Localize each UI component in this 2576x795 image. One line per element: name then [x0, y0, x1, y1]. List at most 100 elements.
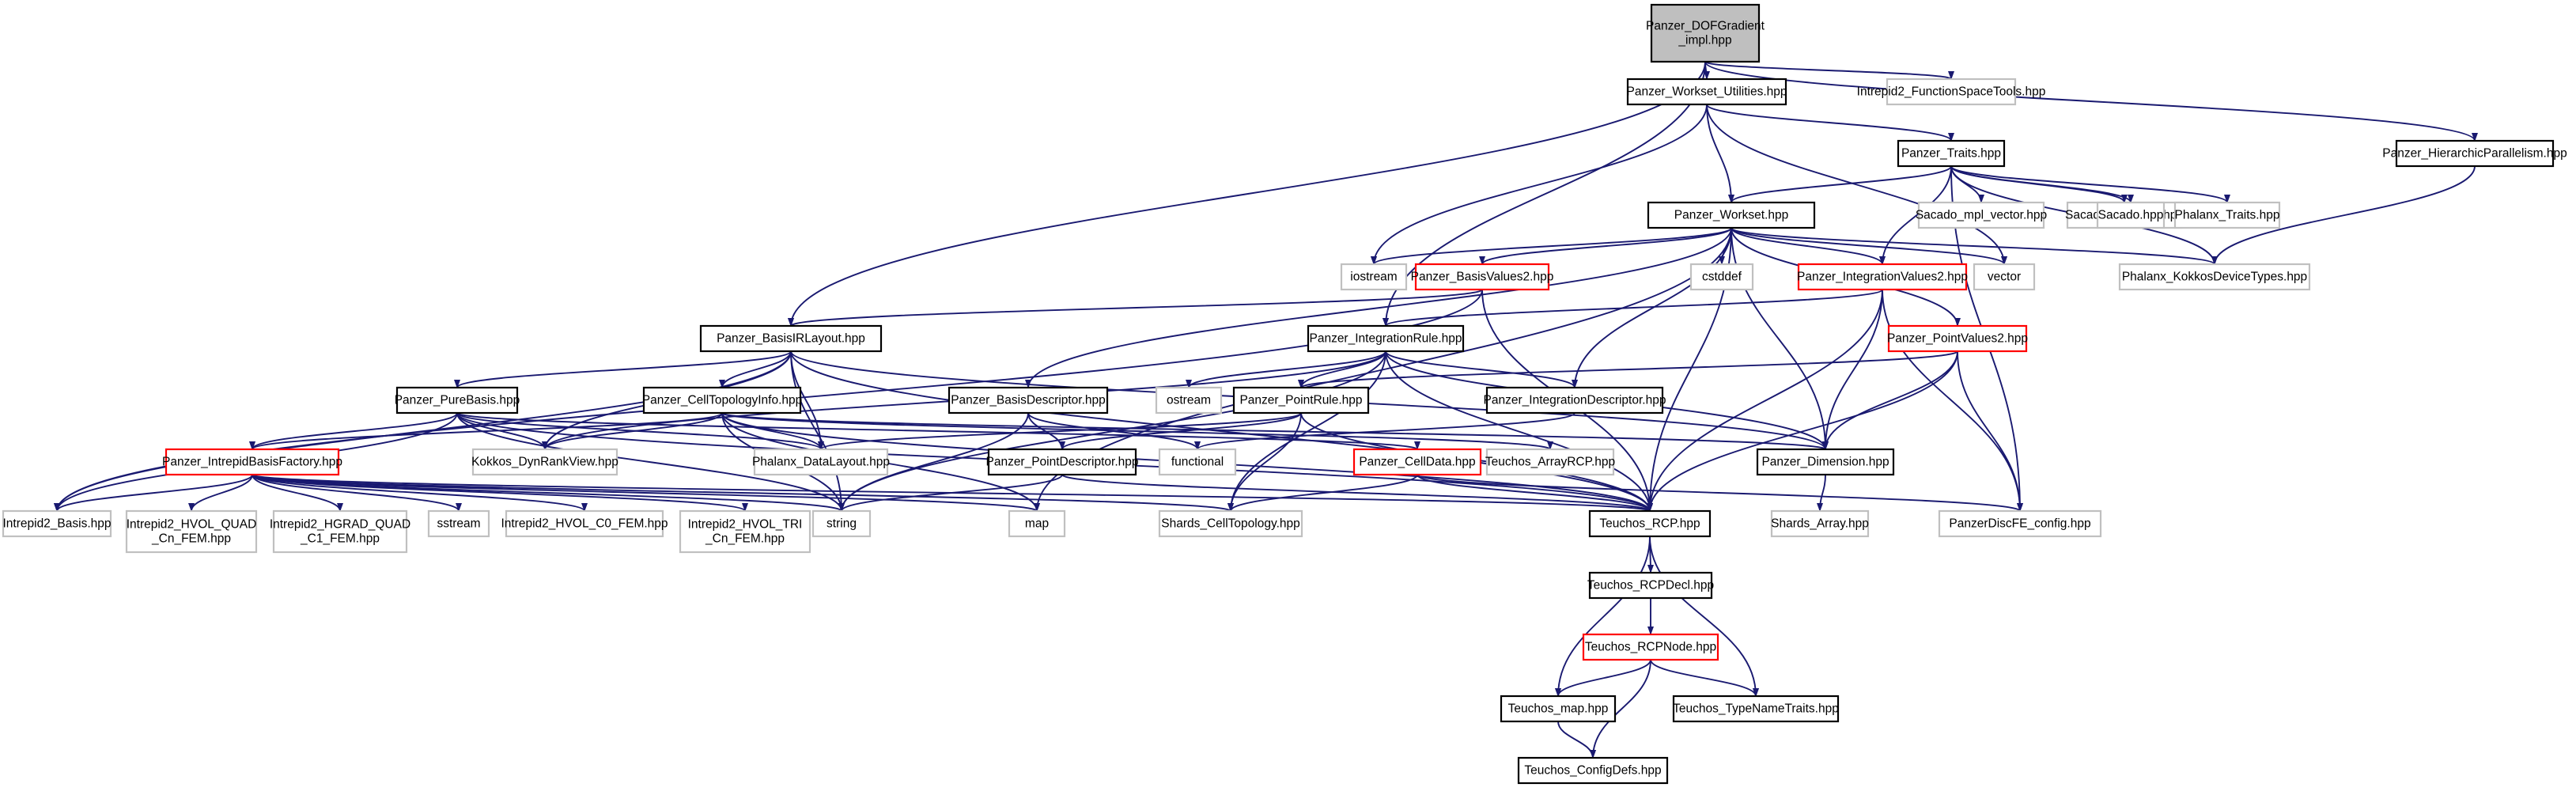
- node-box: [1689, 263, 1754, 291]
- edge-traits-to-phxtraits: [1950, 165, 2230, 203]
- node-label: Panzer_PointValues2.hpp: [1887, 332, 2028, 346]
- node-pointrule[interactable]: Panzer_PointRule.hpp: [1232, 386, 1370, 415]
- node-hvolc0[interactable]: Intrepid2_HVOL_C0_FEM.hpp: [501, 509, 668, 538]
- node-shardsct[interactable]: Shards_CellTopology.hpp: [1158, 509, 1303, 538]
- edge-pointrule-to-phxdl: [818, 412, 1302, 450]
- node-cti[interactable]: Panzer_CellTopologyInfo.hpp: [642, 386, 803, 415]
- node-label: Sacado.hpp: [2098, 209, 2164, 222]
- node-i2basis[interactable]: Intrepid2_Basis.hpp: [2, 509, 112, 538]
- node-label: Intrepid2_HVOL_TRI: [688, 518, 803, 532]
- node-box: [753, 448, 889, 476]
- node-label: Panzer_Dimension.hpp: [1761, 456, 1889, 469]
- node-tmap[interactable]: Teuchos_map.hpp: [1500, 695, 1617, 723]
- node-box: [125, 509, 258, 554]
- edge-iv2-to-pdfeconfig: [1882, 289, 2023, 512]
- edge-cti-to-tarcp: [721, 412, 1553, 450]
- node-map[interactable]: map: [1008, 509, 1066, 538]
- node-pdfeconfig[interactable]: PanzerDiscFE_config.hpp: [1938, 509, 2102, 538]
- edge-traits-to-iv2: [1879, 165, 1952, 265]
- edge-idesc-to-functional: [1194, 412, 1575, 450]
- node-vector[interactable]: vector: [1973, 263, 2036, 291]
- edge-cti-to-dim: [721, 412, 1829, 450]
- node-box: [811, 509, 872, 538]
- node-phxkdt[interactable]: Phalanx_KokkosDeviceTypes.hpp: [2118, 263, 2311, 291]
- edge-pdesc-to-string: [838, 474, 1063, 512]
- node-box: [427, 509, 490, 538]
- node-box: [1485, 448, 1615, 476]
- node-box: [1887, 324, 2028, 353]
- node-phxtraits[interactable]: Phalanx_Traits.hpp: [2173, 201, 2281, 229]
- node-box: [1797, 263, 1968, 291]
- node-cstddef[interactable]: cstddef: [1689, 263, 1754, 291]
- node-label: iostream: [1350, 271, 1397, 284]
- node-phxdl[interactable]: Phalanx_DataLayout.hpp: [752, 448, 890, 476]
- node-label: Panzer_PointRule.hpp: [1239, 394, 1362, 407]
- node-box: [1588, 571, 1713, 600]
- edge-ibf-to-i2basis: [54, 474, 253, 512]
- node-ostream[interactable]: ostream: [1155, 386, 1223, 415]
- node-string[interactable]: string: [811, 509, 872, 538]
- node-hgradquad[interactable]: Intrepid2_HGRAD_QUAD_C1_FEM.hpp: [270, 509, 410, 554]
- node-tnt[interactable]: Teuchos_TypeNameTraits.hpp: [1672, 695, 1840, 723]
- node-iv2[interactable]: Panzer_IntegrationValues2.hpp: [1797, 263, 1968, 291]
- node-sacado[interactable]: Sacado.hpp: [2096, 201, 2166, 229]
- node-box: [1917, 201, 2045, 229]
- node-bdesc[interactable]: Panzer_BasisDescriptor.hpp: [948, 386, 1109, 415]
- edge-ir-to-idesc: [1385, 350, 1578, 388]
- node-bv2[interactable]: Panzer_BasisValues2.hpp: [1411, 263, 1554, 291]
- node-ir[interactable]: Panzer_IntegrationRule.hpp: [1307, 324, 1465, 353]
- node-fst[interactable]: Intrepid2_FunctionSpaceTools.hpp: [1857, 78, 2046, 106]
- node-hier[interactable]: Panzer_HierarchicParallelism.hpp: [2382, 139, 2567, 168]
- node-pdesc[interactable]: Panzer_PointDescriptor.hpp: [985, 448, 1139, 476]
- node-label: _impl.hpp: [1678, 34, 1731, 47]
- node-rcpnode[interactable]: Teuchos_RCPNode.hpp: [1582, 633, 1719, 661]
- node-label: Sacado_mpl_vector.hpp: [1916, 209, 2047, 222]
- node-shardsarr[interactable]: Shards_Array.hpp: [1770, 509, 1870, 538]
- node-dim[interactable]: Panzer_Dimension.hpp: [1756, 448, 1895, 476]
- node-rcpdecl[interactable]: Teuchos_RCPDecl.hpp: [1587, 571, 1714, 600]
- node-label: Panzer_HierarchicParallelism.hpp: [2382, 147, 2567, 161]
- node-trcp[interactable]: Teuchos_RCP.hpp: [1588, 509, 1712, 538]
- node-mplvec[interactable]: Sacado_mpl_vector.hpp: [1916, 201, 2047, 229]
- node-label: Intrepid2_HGRAD_QUAD: [270, 518, 410, 532]
- node-label: Panzer_Workset.hpp: [1674, 209, 1788, 222]
- node-birl[interactable]: Panzer_BasisIRLayout.hpp: [699, 324, 883, 353]
- node-label: Teuchos_ConfigDefs.hpp: [1524, 764, 1661, 778]
- node-label: Panzer_IntegrationDescriptor.hpp: [1484, 394, 1666, 407]
- node-ibf[interactable]: Panzer_IntrepidBasisFactory.hpp: [162, 448, 342, 476]
- node-hvoltri[interactable]: Intrepid2_HVOL_TRI_Cn_FEM.hpp: [679, 509, 811, 554]
- node-box: [1938, 509, 2102, 538]
- node-tarcp[interactable]: Teuchos_ArrayRCP.hpp: [1485, 448, 1615, 476]
- node-pv2[interactable]: Panzer_PointValues2.hpp: [1887, 324, 2028, 353]
- edge-workset-to-bv2: [1479, 227, 1732, 265]
- node-iostream[interactable]: iostream: [1340, 263, 1408, 291]
- node-workset_util[interactable]: Panzer_Workset_Utilities.hpp: [1626, 78, 1787, 106]
- node-label: Panzer_IntegrationValues2.hpp: [1797, 271, 1968, 284]
- edge-ibf-to-string: [252, 474, 845, 512]
- node-configdefs[interactable]: Teuchos_ConfigDefs.hpp: [1517, 756, 1669, 785]
- node-label: _Cn_FEM.hpp: [151, 532, 231, 546]
- node-hvolquad[interactable]: Intrepid2_HVOL_QUAD_Cn_FEM.hpp: [125, 509, 258, 554]
- node-box: [1158, 448, 1237, 476]
- node-box: [679, 509, 811, 554]
- node-functional[interactable]: functional: [1158, 448, 1237, 476]
- node-kdrv[interactable]: Kokkos_DynRankView.hpp: [471, 448, 618, 476]
- node-label: Panzer_IntrepidBasisFactory.hpp: [162, 456, 342, 469]
- edge-workset_util-to-workset: [1706, 104, 1734, 203]
- node-label: Phalanx_KokkosDeviceTypes.hpp: [2122, 271, 2307, 284]
- node-label: Teuchos_TypeNameTraits.hpp: [1673, 702, 1839, 716]
- node-label: Panzer_BasisDescriptor.hpp: [951, 394, 1106, 407]
- node-celldata[interactable]: Panzer_CellData.hpp: [1352, 448, 1482, 476]
- node-box: [1340, 263, 1408, 291]
- edge-celldata-to-trcp: [1417, 474, 1653, 512]
- node-traits[interactable]: Panzer_Traits.hpp: [1897, 139, 2006, 168]
- node-workset[interactable]: Panzer_Workset.hpp: [1647, 201, 1816, 229]
- edge-ibf-to-shardsct: [252, 474, 1234, 512]
- node-purebasis[interactable]: Panzer_PureBasis.hpp: [395, 386, 520, 415]
- edge-birl-to-purebasis: [454, 350, 792, 388]
- edge-purebasis-to-ibf: [249, 412, 458, 450]
- edge-pdesc-to-trcp: [1061, 474, 1653, 512]
- node-idesc[interactable]: Panzer_IntegrationDescriptor.hpp: [1484, 386, 1666, 415]
- node-sstream[interactable]: sstream: [427, 509, 490, 538]
- node-label: vector: [1988, 271, 2021, 284]
